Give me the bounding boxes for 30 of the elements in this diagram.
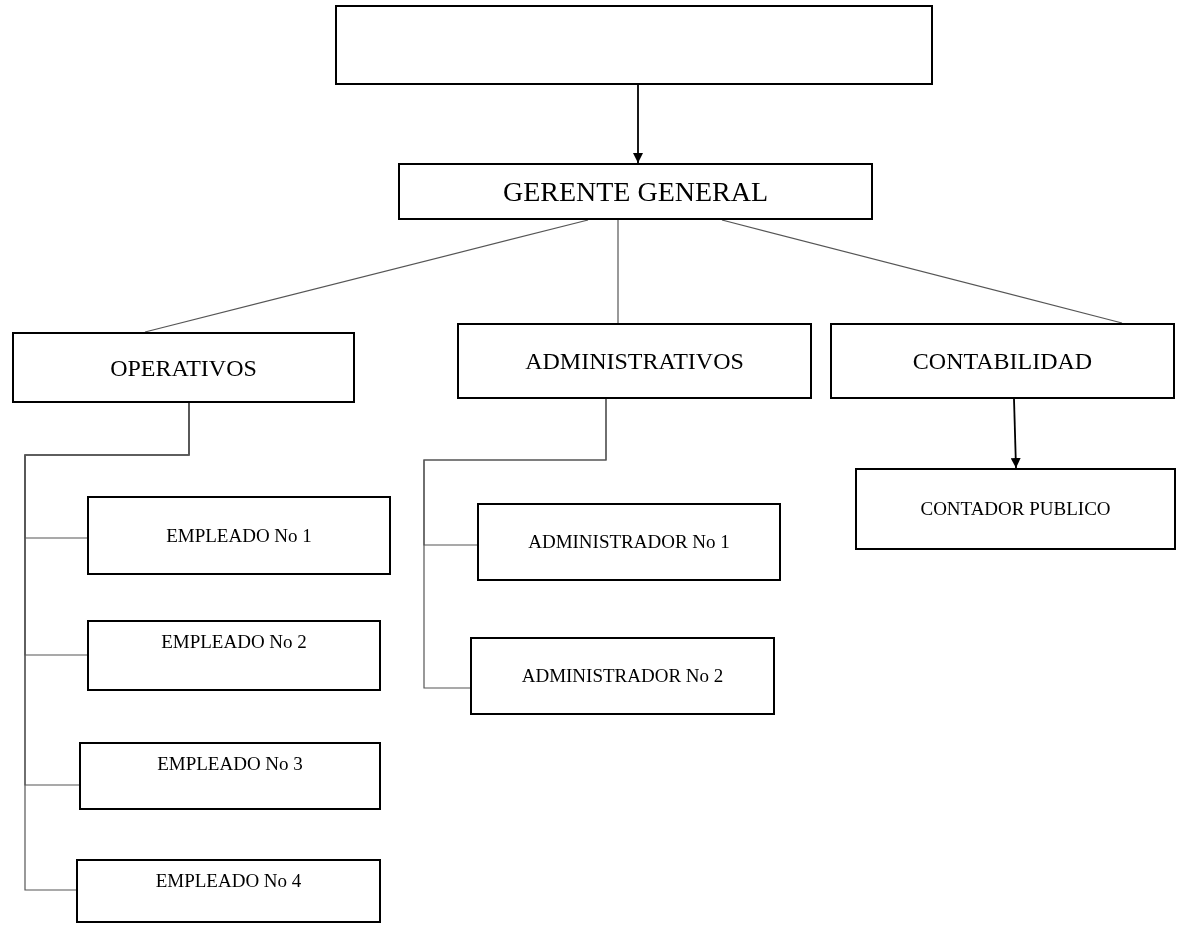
- arrow: [1010, 398, 1021, 469]
- org-box: [457, 323, 812, 399]
- org-box: [830, 323, 1175, 399]
- box-label: ADMINISTRADOR No 1: [528, 530, 730, 554]
- org-box: [470, 637, 775, 715]
- org-box: [855, 468, 1176, 550]
- connector-line: [617, 219, 619, 324]
- box-label: ADMINISTRATIVOS: [525, 347, 744, 376]
- org-box: [12, 332, 355, 403]
- box-label: CONTADOR PUBLICO: [920, 497, 1111, 521]
- box-label: EMPLEADO No 1: [166, 523, 312, 548]
- title-box: [335, 5, 933, 85]
- box-label: OPERATIVOS: [110, 353, 257, 383]
- arrow: [633, 84, 643, 164]
- connector-line: [423, 398, 607, 689]
- org-box: [477, 503, 781, 581]
- box-label: EMPLEADO No 3: [157, 752, 303, 776]
- connector-line: [721, 219, 1123, 324]
- box-label: GERENTE GENERAL: [502, 175, 769, 209]
- org-box: [398, 163, 873, 220]
- connector-line: [144, 219, 589, 333]
- org-box: [87, 620, 381, 691]
- box-label: ADMINISTRADOR No 2: [521, 664, 724, 688]
- org-box: [87, 496, 391, 575]
- box-label: EMPLEADO No 4: [155, 869, 302, 893]
- connector-line: [24, 402, 190, 891]
- org-box: [79, 742, 381, 810]
- box-label: EMPLEADO No 2: [161, 630, 307, 654]
- box-label: CONTABILIDAD: [912, 347, 1093, 376]
- org-box: [76, 859, 381, 923]
